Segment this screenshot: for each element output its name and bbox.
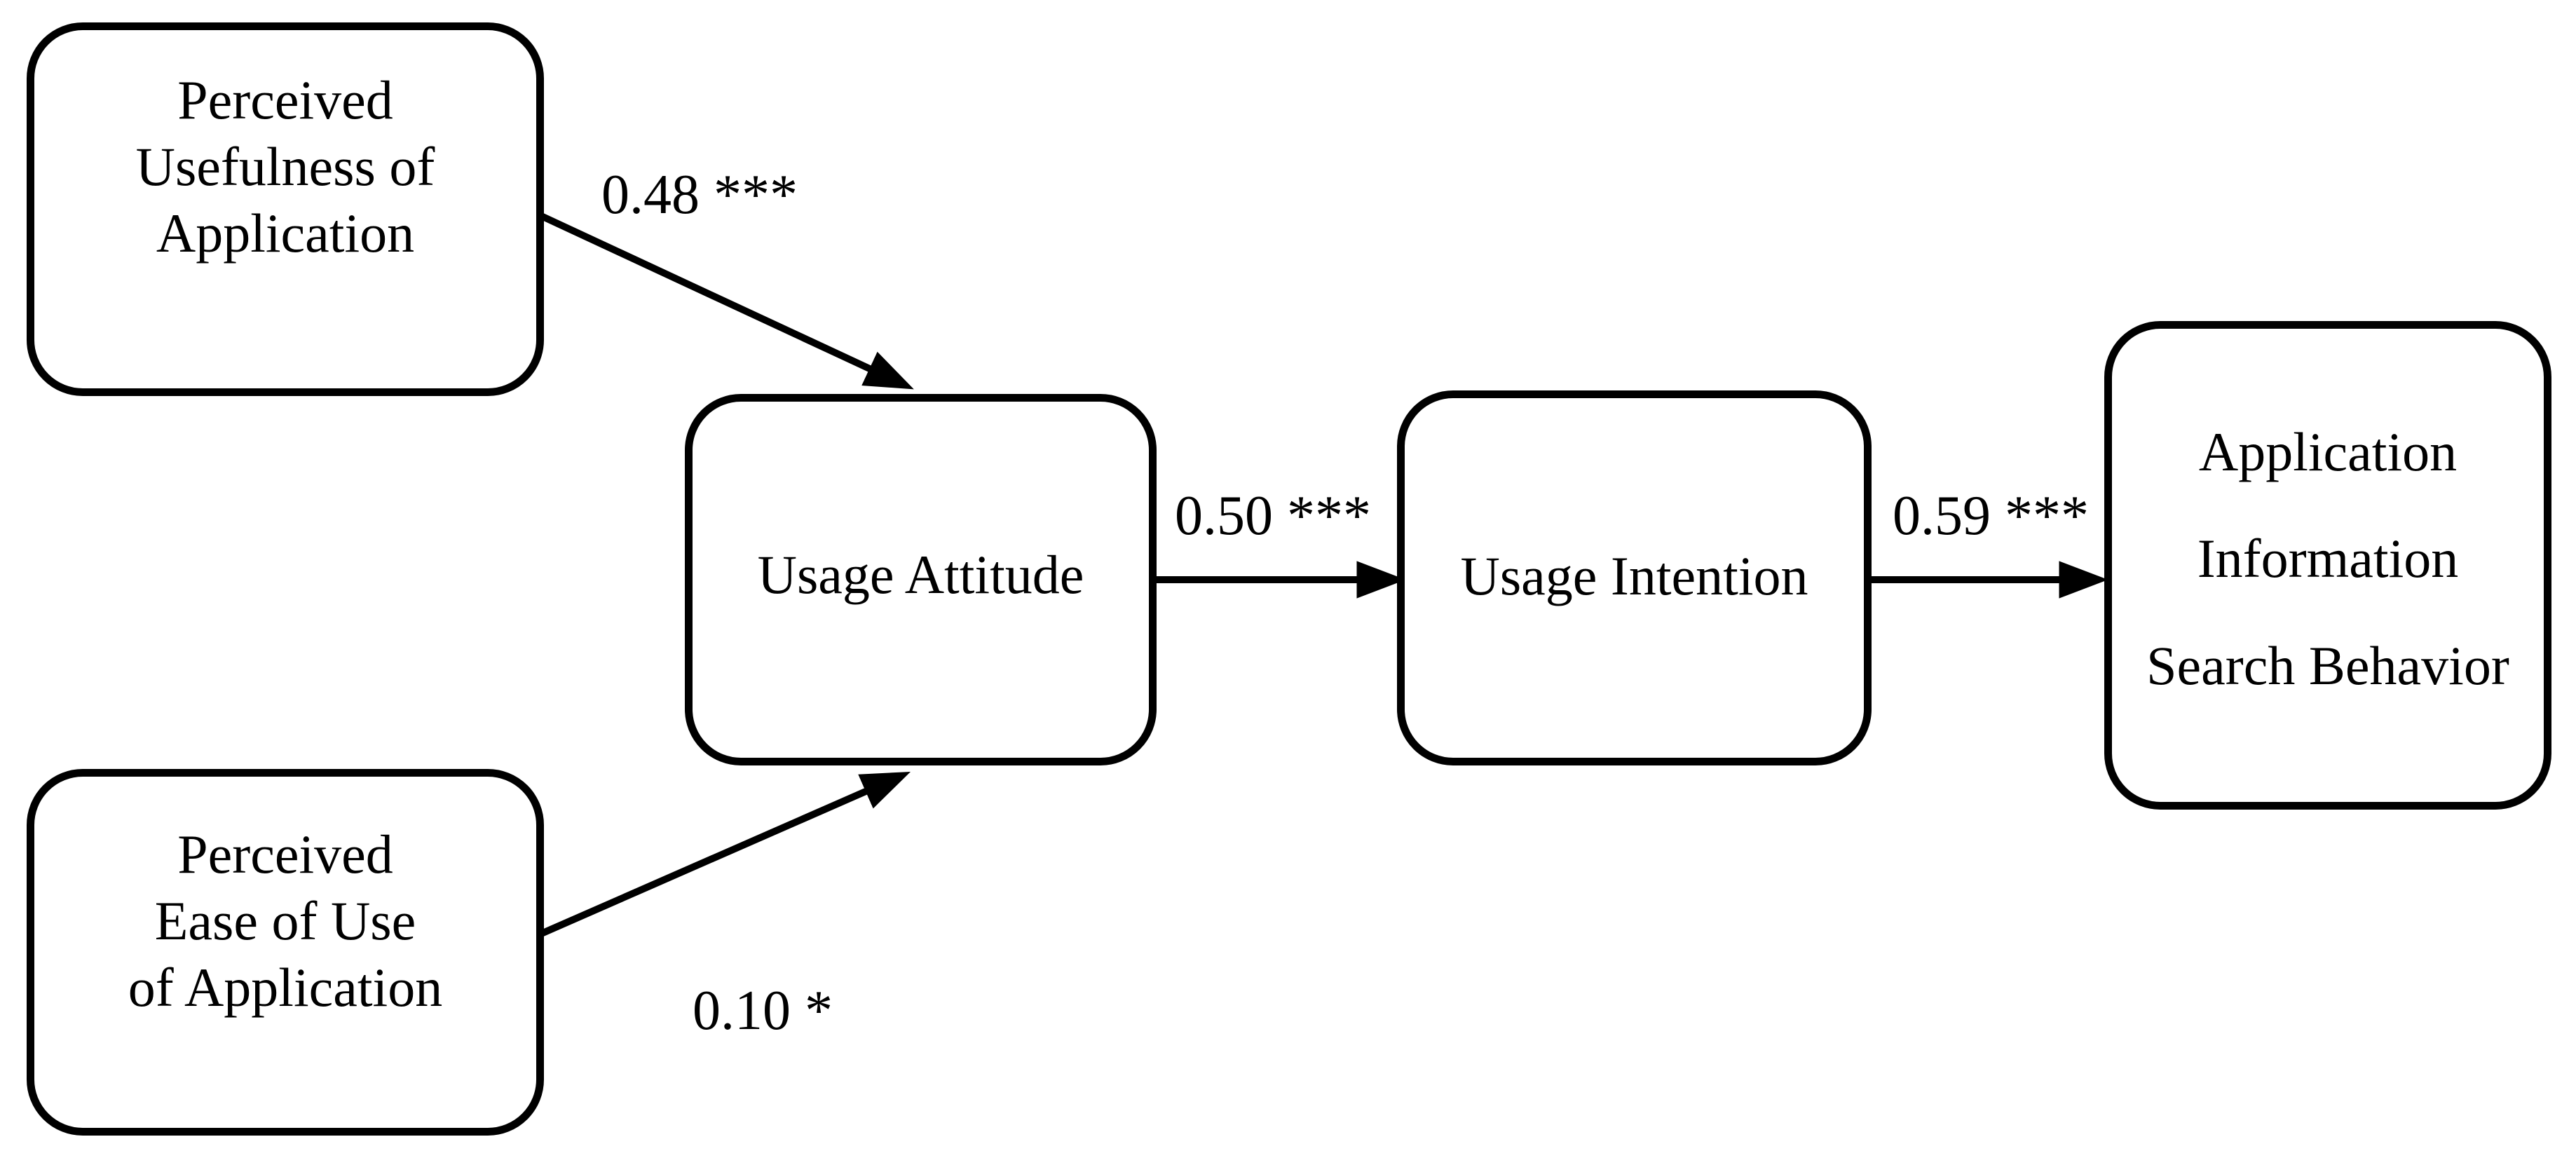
arrow-peou-to-ua bbox=[539, 771, 911, 937]
node-perceived-ease-of-use: Perceived Ease of Use of Application bbox=[27, 769, 544, 1136]
coefficient-pu-to-ua: 0.48 *** bbox=[601, 164, 798, 226]
arrow-pu-to-ua bbox=[539, 212, 914, 390]
node-usage-attitude: Usage Attitude bbox=[685, 394, 1157, 765]
node-usage-intention: Usage Intention bbox=[1397, 390, 1872, 765]
node-perceived-usefulness: Perceived Usefulness of Application bbox=[27, 22, 544, 396]
node-application-information-search-behavior: Application Information Search Behavior bbox=[2104, 321, 2551, 810]
coefficient-ui-to-aisb: 0.59 *** bbox=[1893, 485, 2089, 547]
coefficient-ua-to-ui: 0.50 *** bbox=[1175, 485, 1371, 547]
coefficient-peou-to-ua: 0.10 * bbox=[693, 980, 833, 1042]
